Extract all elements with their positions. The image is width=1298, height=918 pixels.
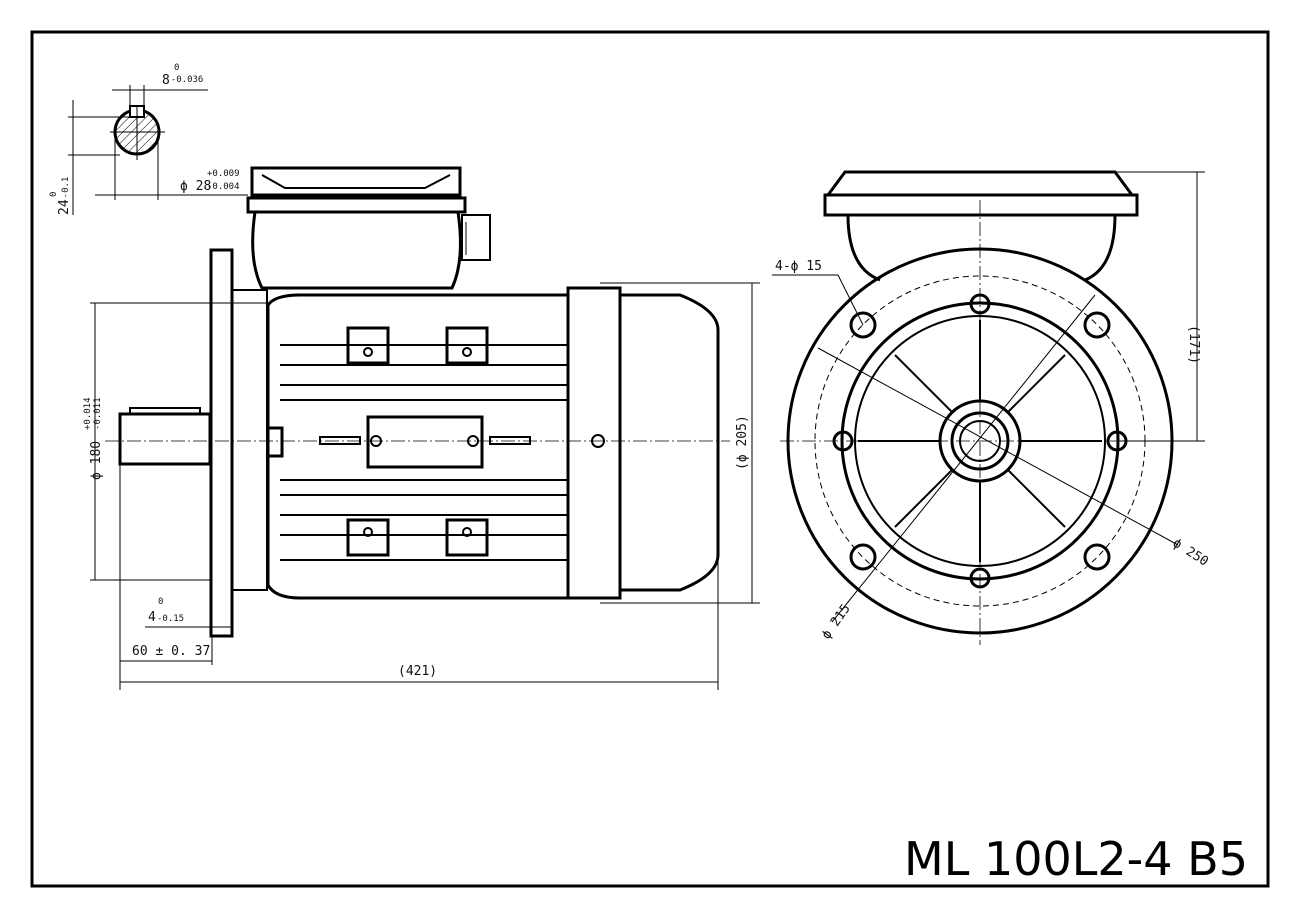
- overall-length-dim: (421): [398, 664, 437, 679]
- drawing-frame: [30, 30, 1270, 888]
- side-view: [105, 166, 730, 638]
- svg-text:ϕ 180: ϕ 180: [89, 441, 104, 480]
- shaft-length-dim: 60 ± 0. 37: [132, 644, 210, 659]
- spigot-diameter-dim: ϕ 180 +0.014 -0.011: [83, 397, 104, 480]
- drawing-title: ML 100L2-4 B5: [904, 832, 1248, 886]
- shaft-diameter-dim: ϕ 28: [180, 179, 211, 194]
- end-view: [772, 170, 1205, 645]
- svg-text:+0.014: +0.014: [83, 397, 93, 430]
- spigot-depth-dim: 4: [148, 610, 156, 625]
- holes-dim: 4-ϕ 15: [775, 259, 822, 274]
- svg-text:-0.011: -0.011: [93, 397, 103, 430]
- svg-text:(171): (171): [1186, 325, 1201, 364]
- key-width-upper: 0: [174, 63, 179, 73]
- svg-text:(ϕ 205): (ϕ 205): [735, 415, 750, 470]
- spigot-depth-upper: 0: [158, 597, 163, 607]
- svg-text:24-0.1: 24-0.1: [57, 177, 72, 215]
- svg-text:0: 0: [49, 192, 59, 197]
- shaft-section: [68, 85, 248, 215]
- key-width-dim: 8-0.036: [162, 73, 203, 88]
- body-diameter-dim: (ϕ 205): [735, 415, 750, 470]
- shaft-diameter-upper: +0.009: [207, 169, 240, 179]
- spigot-depth-lower: -0.15: [157, 614, 184, 624]
- shaft-diameter-lower: -0.004: [207, 182, 240, 192]
- side-dimension-lines: [90, 282, 760, 690]
- height-to-box-dim: (171): [1186, 325, 1201, 364]
- key-height-dim: 24-0.1 0: [49, 177, 72, 215]
